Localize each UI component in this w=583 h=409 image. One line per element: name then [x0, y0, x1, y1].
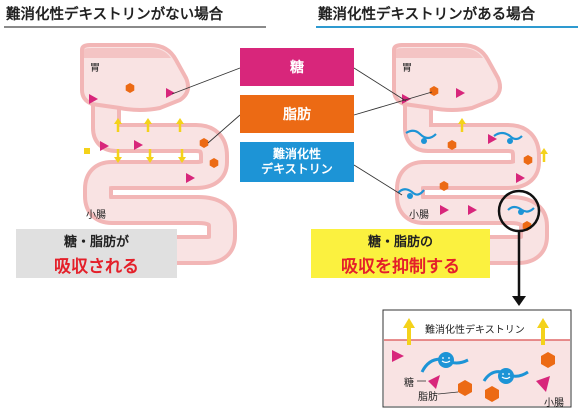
caption-without-line1: 糖・脂肪が [63, 234, 129, 250]
stomach-label-left: 胃 [90, 63, 100, 74]
zoom-arrow-head [512, 296, 526, 306]
inset-fat-label: 脂肪 [418, 392, 438, 403]
connector-lines [171, 67, 433, 196]
title-without-dextrin: 難消化性デキストリンがない場合 [6, 7, 224, 23]
absorption-arrow [538, 146, 550, 164]
gut-without-dextrin [80, 43, 237, 265]
title-underline-right [316, 26, 578, 28]
left-particles [84, 83, 219, 183]
caption-with-line1: 糖・脂肪の [367, 234, 433, 250]
caption-with-line2: 吸収を抑制する [341, 256, 460, 277]
legend-dextrin: 難消化性 デキストリン [240, 142, 354, 182]
legend-fat: 脂肪 [240, 95, 354, 133]
inset-small-intestine-label: 小腸 [544, 398, 564, 409]
inset-zoom [382, 309, 572, 408]
legend-dextrin-line2: デキストリン [261, 162, 333, 176]
title-with-dextrin: 難消化性デキストリンがある場合 [318, 7, 536, 23]
right-particles [397, 86, 550, 231]
legend-fat-label: 脂肪 [283, 107, 311, 123]
title-underline-left [4, 26, 266, 28]
legend-dextrin-line1: 難消化性 [272, 147, 321, 161]
small-intestine-label-right: 小腸 [409, 210, 429, 221]
legend-sugar: 糖 [240, 48, 354, 86]
absorption-square [84, 148, 90, 154]
caption-without: 糖・脂肪が 吸収される [16, 229, 177, 278]
inset-dextrin-label: 難消化性デキストリン [425, 325, 525, 336]
legend-sugar-label: 糖 [290, 60, 304, 76]
caption-with: 糖・脂肪の 吸収を抑制する [311, 229, 490, 278]
inset-sugar-label: 糖 [404, 378, 414, 389]
stomach-label-right: 胃 [402, 63, 412, 74]
small-intestine-label-left: 小腸 [86, 210, 106, 221]
caption-without-line2: 吸収される [54, 256, 139, 277]
